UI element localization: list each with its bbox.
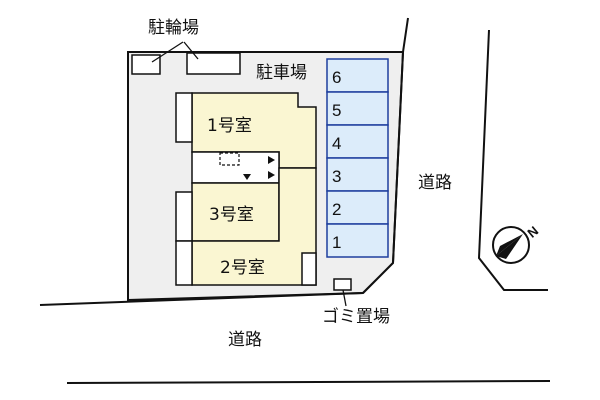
parking-space-1	[326, 223, 389, 258]
balcony	[175, 191, 193, 242]
corridor	[191, 151, 280, 184]
garbage-area	[333, 278, 352, 291]
room-2-label: 2号室	[220, 258, 265, 278]
parking-number: 6	[332, 68, 341, 87]
parking-space-6	[326, 58, 389, 93]
road-bottom-edge-upper	[39, 292, 364, 306]
parking-number: 4	[332, 134, 341, 153]
parking-number: 1	[332, 233, 341, 252]
arrow-icon	[268, 156, 275, 164]
arrow-icon	[268, 171, 275, 179]
road-bottom-edge-lower	[66, 380, 551, 384]
road-bottom-label: 道路	[228, 330, 262, 350]
leader-line	[183, 41, 199, 60]
car-parking-label: 駐車場	[256, 63, 307, 83]
garbage-label: ゴミ置場	[322, 306, 390, 327]
room-3-label: 3号室	[209, 205, 254, 225]
lot-right-road-edge	[362, 17, 409, 294]
leader-line	[342, 289, 347, 307]
arrow-icon	[243, 174, 251, 180]
room-1-label: 1号室	[207, 116, 252, 136]
parking-number: 2	[332, 200, 341, 219]
bicycle-shed-2	[186, 52, 241, 75]
bicycle-parking-label: 駐輪場	[148, 18, 199, 38]
compass-icon: N	[492, 223, 541, 264]
road-right-edge	[477, 29, 548, 291]
balcony	[175, 240, 193, 286]
road-right-label: 道路	[418, 173, 452, 193]
bicycle-shed-1	[131, 54, 161, 75]
parking-space-5	[326, 91, 389, 126]
parking-number: 3	[332, 167, 341, 186]
leader-line	[151, 41, 184, 63]
balcony	[301, 252, 317, 286]
parking-number: 5	[332, 101, 341, 120]
stair-outline	[219, 152, 240, 166]
parking-lot: 6 5 4 3 2 1	[326, 58, 389, 258]
balcony	[175, 92, 193, 143]
